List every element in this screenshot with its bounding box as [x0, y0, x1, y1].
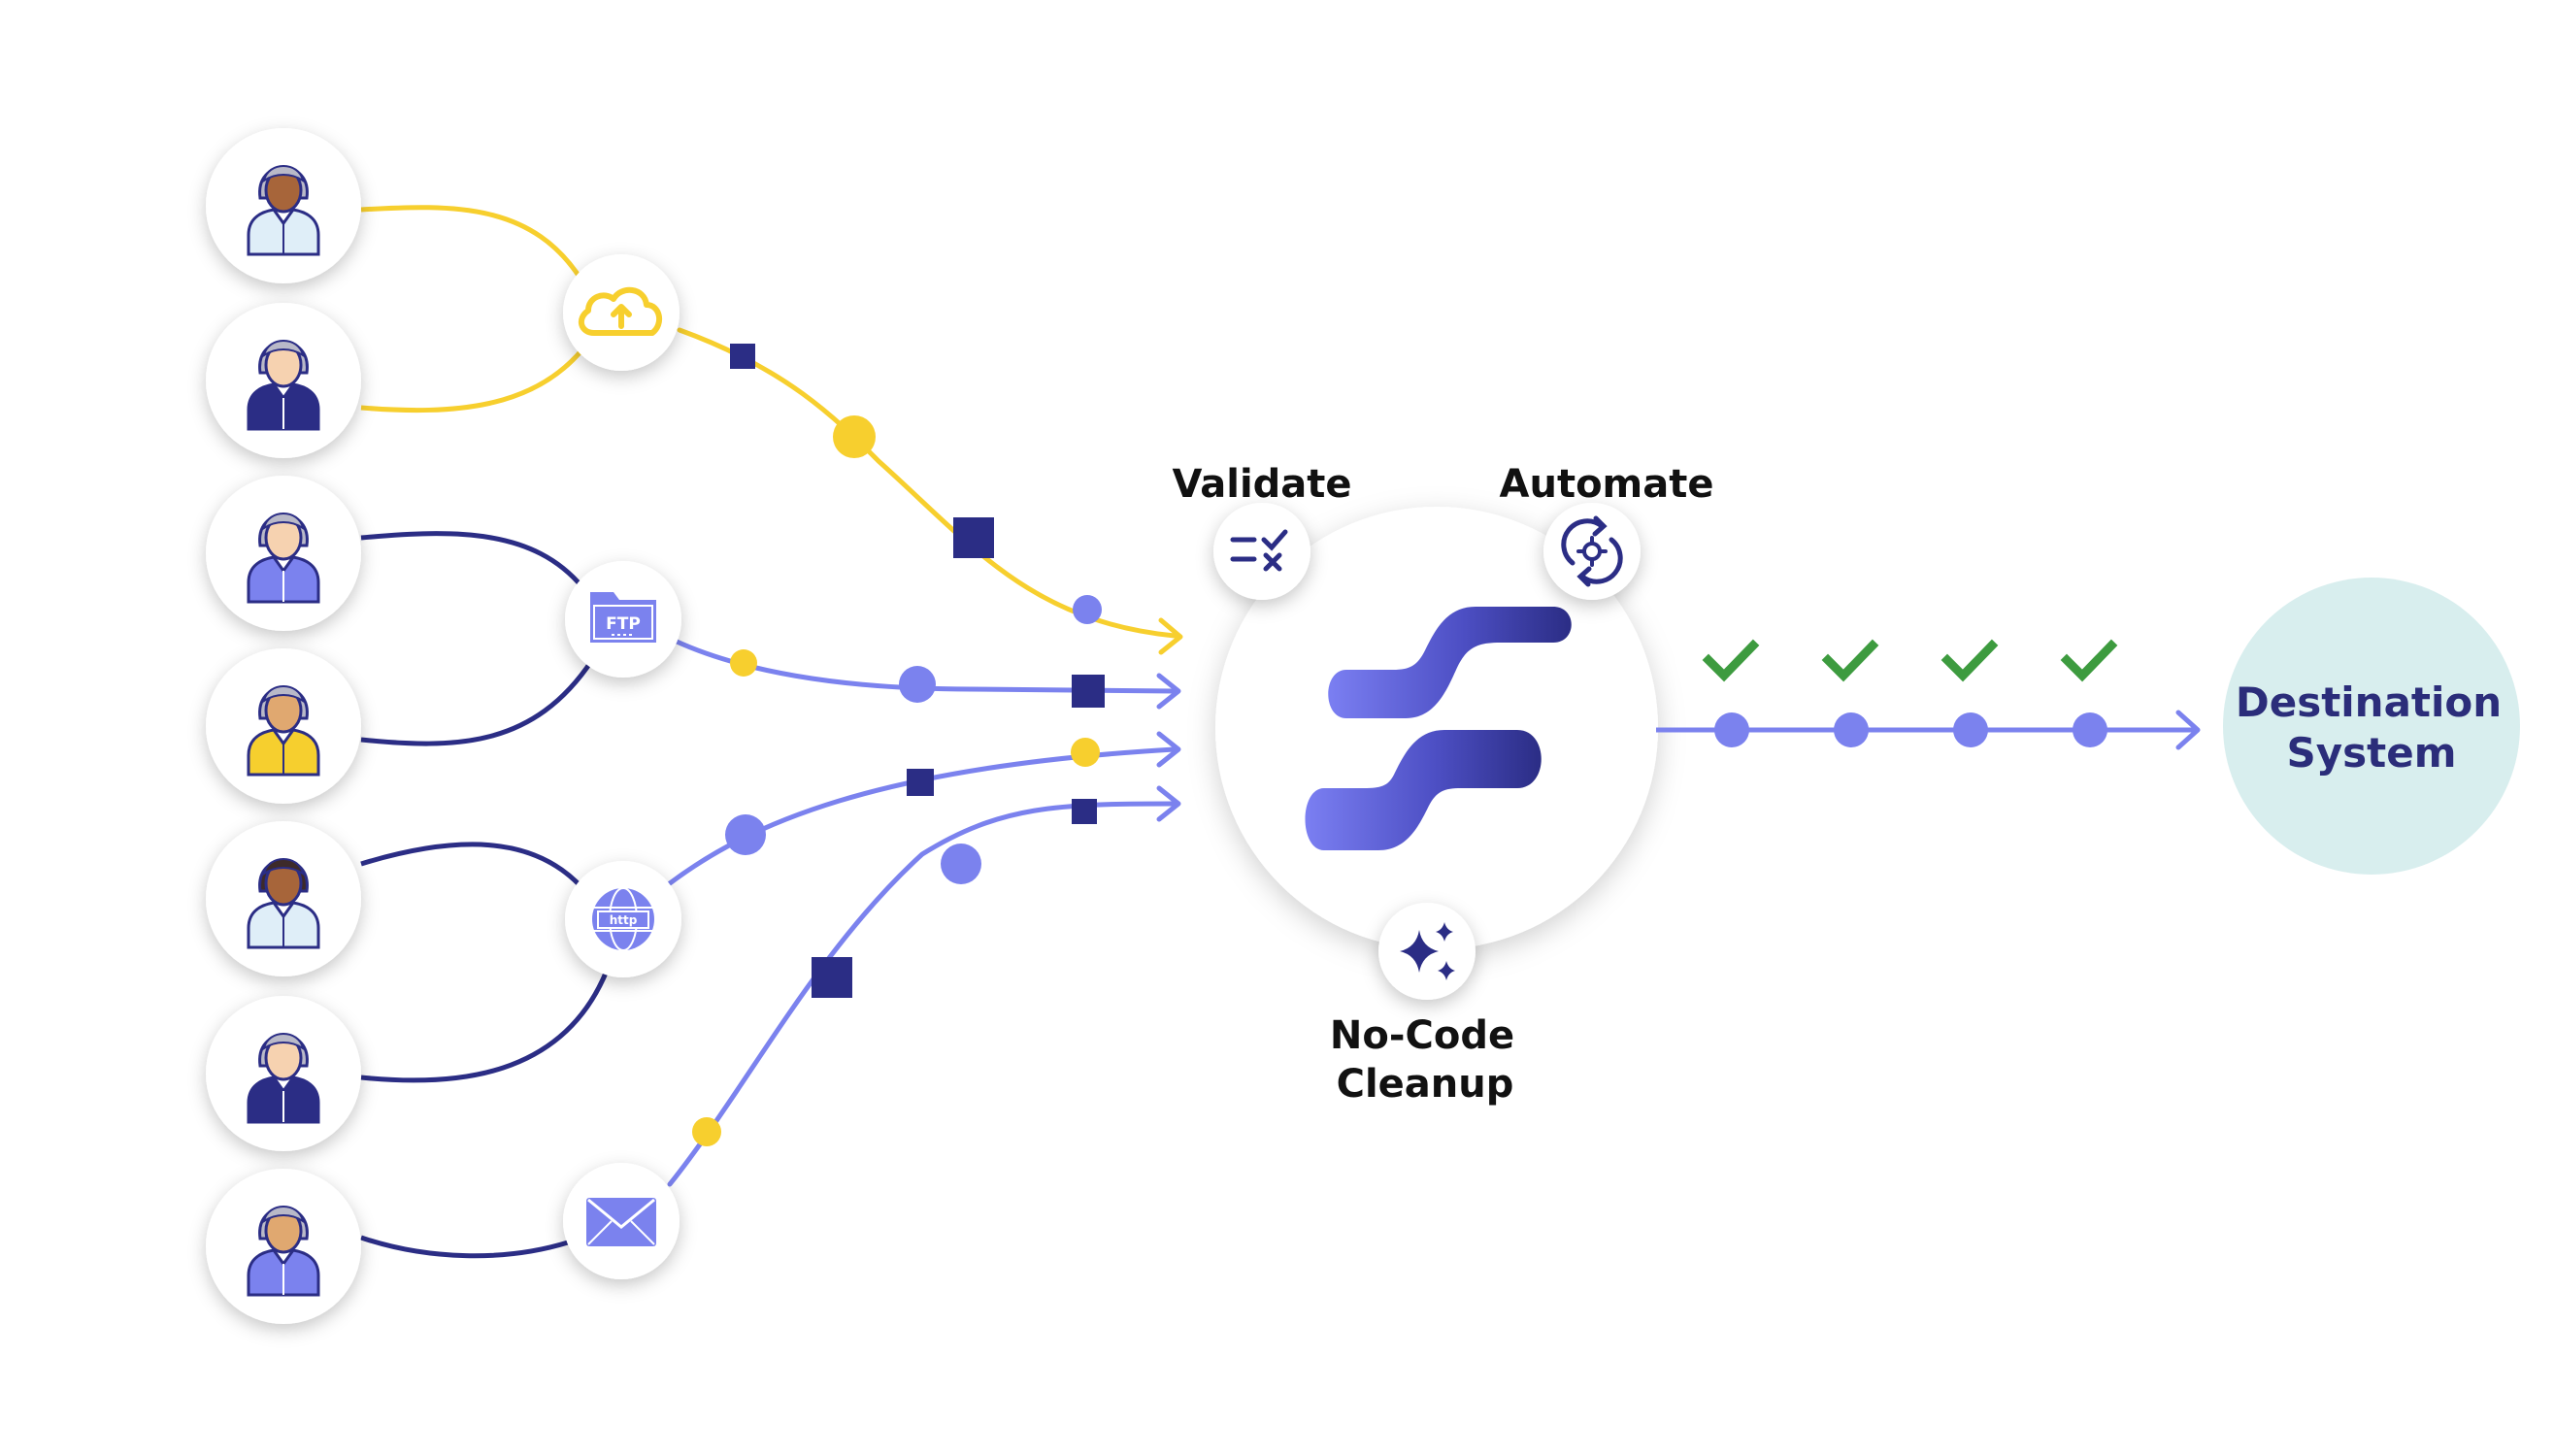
- output-record-dot: [1953, 712, 1988, 747]
- http-text: http: [610, 913, 638, 927]
- cleanup-label-line1: No-Code: [1330, 1013, 1514, 1058]
- output-record-dot: [1714, 712, 1749, 747]
- output-arrowhead: [2175, 710, 2201, 750]
- user-icon: [247, 340, 320, 431]
- ftp-text: FTP: [606, 614, 641, 634]
- user-icon: [247, 858, 320, 949]
- sparkle-cleanup-icon: [1400, 922, 1455, 980]
- data-packets: [692, 344, 1105, 1146]
- packet-dot: [725, 814, 766, 855]
- destination-system: Destination System: [2223, 578, 2520, 875]
- source-flows: [667, 327, 1183, 1187]
- packet-dot: [1073, 595, 1102, 624]
- validate-badge: Validate: [1172, 462, 1352, 600]
- user-icon: [247, 1206, 320, 1297]
- flow-ftp-to-hub: [672, 638, 1177, 694]
- connector-user2-cloud: [360, 347, 584, 414]
- ftp-folder-icon: FTP: [590, 592, 656, 643]
- user-avatar: [206, 648, 361, 804]
- user-avatar: [206, 476, 361, 631]
- connector-user4-ftp: [360, 658, 595, 746]
- connector-user6-web: [360, 970, 610, 1083]
- web-source: http: [565, 861, 681, 977]
- packet-square: [812, 957, 852, 998]
- user-avatar: [206, 821, 361, 976]
- destination-label-line2: System: [2287, 729, 2457, 777]
- packet-square: [730, 344, 755, 369]
- processing-hub: [1215, 507, 1658, 949]
- check-icon: [2060, 639, 2118, 682]
- flow-cloud-arrowhead: [1158, 617, 1183, 655]
- users-column: [206, 128, 361, 1324]
- automate-badge: Automate: [1500, 462, 1714, 600]
- packet-square: [1072, 799, 1097, 824]
- flow-web-to-hub: [667, 746, 1177, 886]
- check-icon: [1702, 639, 1760, 682]
- packet-square: [1072, 675, 1105, 708]
- packet-dot: [692, 1117, 721, 1146]
- email-envelope-icon: [586, 1198, 656, 1246]
- packet-dot: [899, 666, 936, 703]
- user-avatar: [206, 303, 361, 458]
- flatfile-logo: [1305, 607, 1572, 850]
- cleanup-label-line2: Cleanup: [1337, 1062, 1514, 1107]
- cloud-upload-source: [563, 254, 680, 371]
- automate-icon: [1561, 515, 1623, 587]
- validate-label: Validate: [1172, 462, 1351, 507]
- flow-email-arrowhead: [1156, 785, 1181, 822]
- web-http-icon: http: [592, 887, 654, 951]
- email-source: [563, 1163, 680, 1279]
- user-icon: [247, 513, 320, 604]
- packet-square: [953, 517, 994, 558]
- packet-dot: [730, 649, 757, 677]
- user-avatar: [206, 128, 361, 283]
- user-avatar: [206, 996, 361, 1151]
- automate-label: Automate: [1500, 462, 1714, 507]
- flow-web-arrowhead: [1156, 731, 1181, 768]
- check-icon: [1940, 639, 1999, 682]
- logo-upper-bar: [1328, 607, 1572, 718]
- output-record-dot: [1834, 712, 1869, 747]
- packet-dot: [941, 844, 981, 884]
- source-channels: FTP http: [563, 254, 681, 1279]
- output-flow: [1656, 639, 2201, 750]
- output-record-dot: [2073, 712, 2107, 747]
- connector-user7-email: [360, 1235, 569, 1259]
- destination-label-line1: Destination: [2236, 678, 2502, 726]
- user-connectors: [360, 205, 610, 1259]
- flow-ftp-arrowhead: [1156, 673, 1181, 710]
- connector-user5-web: [360, 842, 584, 890]
- packet-square: [907, 769, 934, 796]
- cleanup-badge: No-Code Cleanup: [1330, 903, 1514, 1107]
- flow-email-to-hub: [667, 801, 1177, 1187]
- cloud-upload-icon: [578, 287, 663, 336]
- connector-user1-cloud: [360, 205, 585, 283]
- packet-dot: [1071, 738, 1100, 767]
- ftp-source: FTP: [565, 561, 681, 678]
- user-icon: [247, 165, 320, 256]
- validate-icon: [1230, 529, 1288, 572]
- user-icon: [247, 685, 320, 777]
- connector-user3-ftp: [360, 531, 584, 589]
- logo-lower-bar: [1305, 730, 1542, 850]
- flow-cloud-to-hub: [677, 327, 1177, 639]
- packet-dot: [833, 415, 876, 458]
- user-avatar: [206, 1169, 361, 1324]
- check-icon: [1821, 639, 1879, 682]
- user-icon: [247, 1033, 320, 1124]
